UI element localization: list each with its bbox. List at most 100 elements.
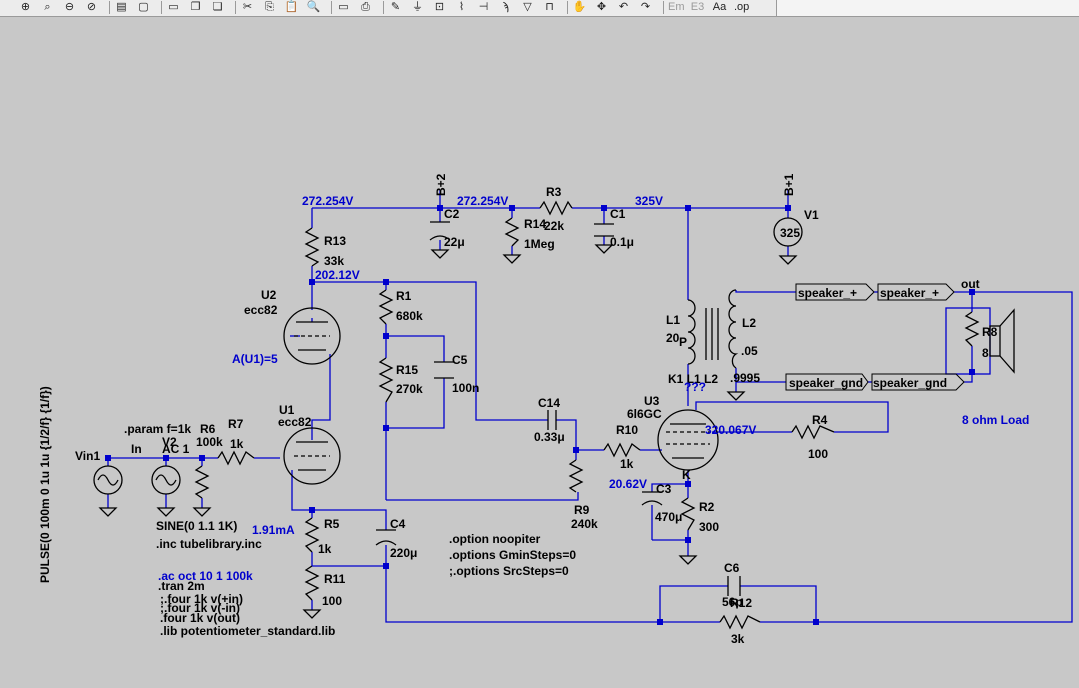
component-label: 100 xyxy=(322,594,342,608)
net-label: In xyxy=(131,442,142,456)
toolbar-separator xyxy=(235,1,236,14)
toolbar-empty-area xyxy=(776,0,1079,16)
net-label-button[interactable]: ⊡ xyxy=(434,1,445,13)
component-button[interactable]: ⊓ xyxy=(545,1,554,13)
component-label: R12 xyxy=(730,596,752,610)
power-flags: B+2 B+1 xyxy=(434,173,796,196)
inductor-button[interactable]: ϡ xyxy=(502,1,509,13)
paste-button[interactable]: 📋 xyxy=(284,1,299,13)
component-label: 22μ xyxy=(444,235,465,249)
component-label: 240k xyxy=(571,517,598,531)
spice-directive-button[interactable]: .op xyxy=(734,1,750,13)
component-label: C1 xyxy=(610,207,626,221)
component-label: C3 xyxy=(656,482,672,496)
component-label: .9995 xyxy=(730,371,760,385)
wire-button[interactable]: ✎ xyxy=(390,1,401,13)
pulse-directive: PULSE(0 100m 0 1u 1u {1/2/f} {1/f}) xyxy=(38,386,52,583)
schematic-canvas[interactable]: 272.254V 272.254V 325V 202.12V 320.067V … xyxy=(0,16,1079,688)
toolbar-separator xyxy=(663,1,664,14)
zoom-out-button[interactable]: ⊖ xyxy=(64,1,75,13)
drag-button[interactable]: ✥ xyxy=(596,1,607,13)
undo-button[interactable]: ↶ xyxy=(618,1,629,13)
component-label: ;.four 1k v(+in) xyxy=(160,592,243,606)
component-label: C6 xyxy=(724,561,740,575)
ground-button[interactable]: ⏚ xyxy=(412,1,423,13)
component-label: 325 xyxy=(780,226,800,240)
bplus2-flag: B+2 xyxy=(434,173,448,196)
move-button[interactable]: ✋ xyxy=(572,1,587,13)
component-label: 470μ xyxy=(655,510,682,524)
component-label: U2 xyxy=(261,288,277,302)
redo-button[interactable]: ↷ xyxy=(640,1,651,13)
component-labels: R13 33k C2 22μ R3 22k R14 1Meg C1 0.1μ V… xyxy=(75,185,998,646)
v2-symbol xyxy=(151,465,181,495)
net-label-boxes xyxy=(785,283,965,391)
component-label: 1Meg xyxy=(524,237,555,251)
r10-symbol xyxy=(603,442,641,458)
r15-symbol xyxy=(378,357,394,403)
r9-symbol xyxy=(568,459,584,493)
component-label: SINE(0 1.1 1K) xyxy=(156,519,237,533)
wires xyxy=(107,190,1073,623)
c14-symbol xyxy=(547,410,557,430)
component-label: R4 xyxy=(812,413,828,427)
find-button[interactable]: 🔍 xyxy=(306,1,321,13)
component-label: 22k xyxy=(544,219,564,233)
diode-button[interactable]: ▽ xyxy=(523,1,532,13)
zoom-cancel-button[interactable]: ⊘ xyxy=(86,1,97,13)
plot-button[interactable]: ▤ xyxy=(116,1,127,13)
cascade-button[interactable]: ❐ xyxy=(190,1,201,13)
vin1-symbol xyxy=(93,465,123,495)
zoom-in-button[interactable]: ⊕ xyxy=(20,1,31,13)
zoom-area-button[interactable]: ⌕ xyxy=(44,1,51,13)
component-label: 56p xyxy=(722,595,743,609)
toolbar: ⊕ ⌕ ⊖ ⊘ ▤ ▢ ▭ ❐ ❏ ✂ ⎘ 📋 🔍 ▭ ⎙ ✎ ⏚ ⊡ ⌇ ⊣ ϡ ▽ ⊓ ✋ ✥ ↶ ↷ Em E3 Aa .op xyxy=(0,0,1079,17)
component-label: R7 xyxy=(228,417,244,431)
u1-tube xyxy=(283,427,341,485)
copy-button[interactable]: ⎘ xyxy=(265,1,274,13)
capacitor-button[interactable]: ⊣ xyxy=(478,1,489,13)
ac-directive: .ac oct 10 1 100k xyxy=(158,569,253,583)
component-label: .tran 2m xyxy=(158,579,205,593)
node-voltage: 272.254V xyxy=(457,194,508,208)
tile-horizontal-button[interactable]: ▭ xyxy=(168,1,179,13)
component-label: 1k xyxy=(620,457,634,471)
plot-blank-button[interactable]: ▢ xyxy=(138,1,149,13)
component-label: R13 xyxy=(324,234,346,248)
text-button[interactable]: Aa xyxy=(712,1,727,13)
component-label: V1 xyxy=(804,208,819,222)
transformer-symbol xyxy=(687,289,739,369)
component-label: R15 xyxy=(396,363,418,377)
component-label: Vin1 xyxy=(75,449,100,463)
c3-symbol xyxy=(641,491,663,506)
resistor-button[interactable]: ⌇ xyxy=(458,1,465,13)
r5-symbol xyxy=(304,517,320,553)
component-label: 20 xyxy=(666,331,680,345)
component-label: R3 xyxy=(546,185,562,199)
pin-label: K xyxy=(682,468,691,482)
print-setup-button[interactable]: ▭ xyxy=(338,1,349,13)
r4-symbol xyxy=(791,424,835,440)
r12-symbol xyxy=(719,614,761,630)
rotate-button[interactable]: Em xyxy=(668,1,685,13)
toolbar-separator xyxy=(109,1,110,14)
ground-symbols xyxy=(98,244,798,619)
component-label: 680k xyxy=(396,309,423,323)
component-label: U1 xyxy=(279,403,295,417)
r8-symbol xyxy=(964,311,980,347)
component-label: ecc82 xyxy=(244,303,278,317)
mirror-button[interactable]: E3 xyxy=(690,1,705,13)
component-label: C2 xyxy=(444,207,460,221)
r6-symbol xyxy=(194,465,210,499)
r1-symbol xyxy=(378,289,394,325)
component-label: R1 xyxy=(396,289,412,303)
print-button[interactable]: ⎙ xyxy=(361,1,370,13)
close-window-button[interactable]: ❏ xyxy=(212,1,223,13)
r11-symbol xyxy=(304,565,320,601)
net-label: speaker_gnd xyxy=(789,376,863,390)
component-label: 0.1μ xyxy=(610,235,634,249)
net-label: speaker_gnd xyxy=(873,376,947,390)
cut-button[interactable]: ✂ xyxy=(242,1,253,13)
component-label: 100k xyxy=(196,435,223,449)
u2-tube xyxy=(283,307,341,365)
